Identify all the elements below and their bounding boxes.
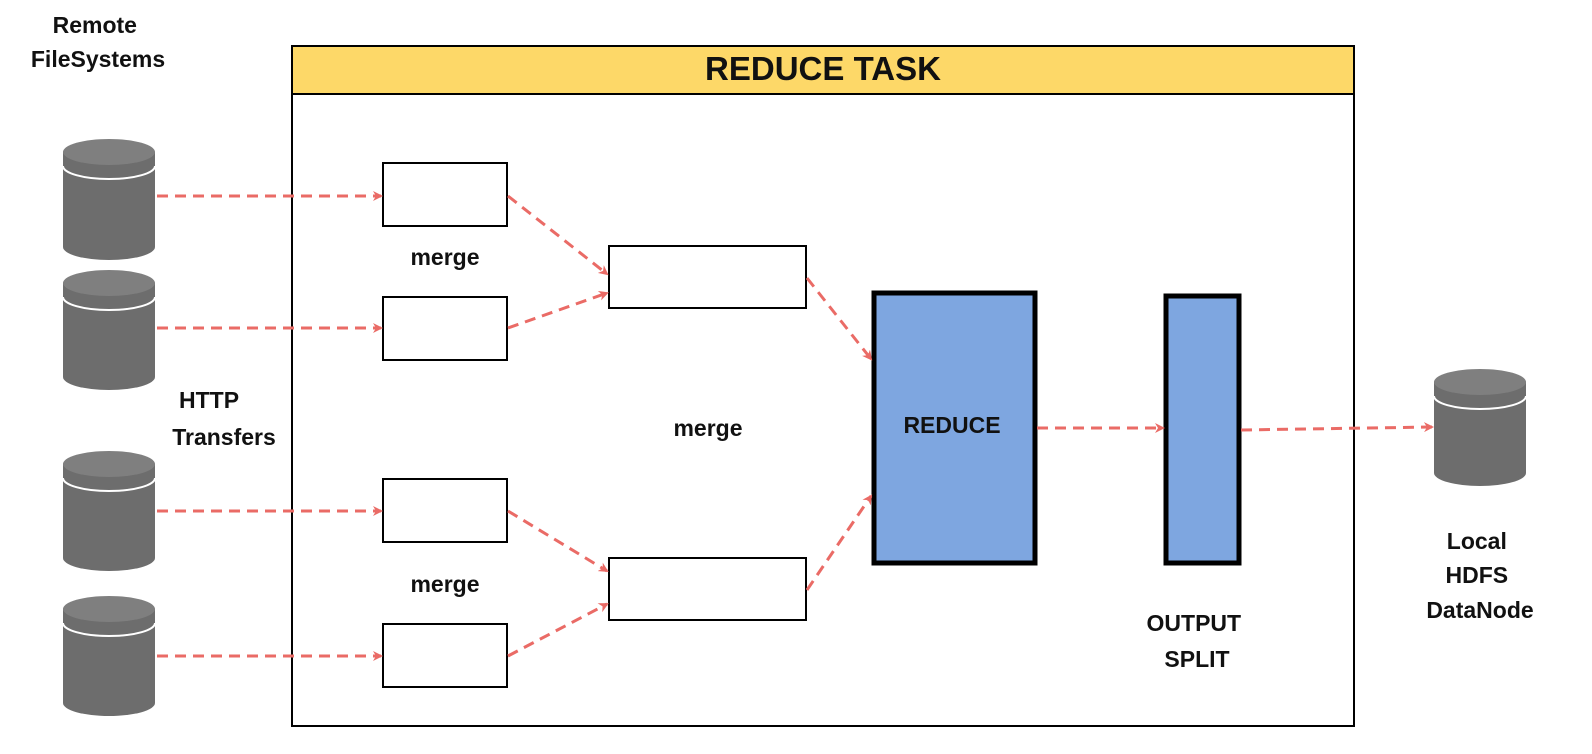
spill-box-3 [382, 478, 508, 543]
output-label-line1: OUTPUT [1147, 610, 1242, 636]
cylinder-body [63, 609, 155, 716]
spill-box-1 [382, 162, 508, 227]
output-split-label: OUTPUT SPLIT [1147, 610, 1248, 672]
merge-arrow-4 [507, 602, 609, 658]
merged-box-top [608, 245, 807, 309]
database-cylinder-icon [1433, 369, 1527, 486]
merged-box-bottom [608, 557, 807, 621]
database-cylinder-icon [62, 139, 156, 260]
cylinder-rim [62, 165, 156, 180]
cylinder-top [1434, 369, 1526, 395]
merge-arrow-3 [507, 509, 609, 573]
to-reduce-arrow-bottom [805, 494, 873, 591]
reduce-label: REDUCE [903, 412, 1000, 438]
data-flow-arrows [157, 191, 1434, 661]
cylinder-body [63, 283, 155, 390]
merge-label-bottom: merge [410, 571, 479, 597]
http-transfers-label: HTTP Transfers [172, 387, 276, 450]
cylinder-top [63, 596, 155, 622]
cylinder-top [63, 270, 155, 296]
spill-box-2 [382, 296, 508, 361]
output-label-line2: SPLIT [1164, 646, 1229, 672]
remote-filesystem-cylinders [62, 139, 156, 716]
reduce-task-header [291, 45, 1355, 95]
cylinder-top [63, 139, 155, 165]
local-hdfs-cylinder [1433, 369, 1527, 486]
cylinder-body [63, 464, 155, 571]
cylinder-rim [62, 296, 156, 311]
database-cylinder-icon [62, 596, 156, 716]
merge-arrow-1 [507, 194, 609, 276]
local-label-line1: Local [1447, 528, 1507, 554]
local-label-line3: DataNode [1426, 597, 1533, 623]
database-cylinder-icon [62, 451, 156, 571]
reduce-box [871, 290, 1038, 566]
database-cylinder-icon [62, 270, 156, 390]
merge-label-top: merge [410, 244, 479, 270]
merge-label-middle: merge [673, 415, 742, 441]
http-label-line1: HTTP [179, 387, 239, 413]
cylinder-rim [62, 622, 156, 637]
remote-label-line1: Remote [53, 12, 137, 38]
cylinder-body [1434, 382, 1526, 486]
local-label-line2: HDFS [1445, 562, 1508, 588]
cylinder-body [63, 152, 155, 260]
remote-label-line2: FileSystems [31, 46, 165, 72]
cylinder-rim [1433, 395, 1527, 410]
spill-box-4 [382, 623, 508, 688]
http-label-line2: Transfers [172, 424, 276, 450]
cylinder-rim [62, 477, 156, 492]
reduce-task-title: REDUCE TASK [705, 50, 941, 87]
local-hdfs-datanode-label: Local HDFS DataNode [1426, 528, 1533, 623]
remote-filesystems-label: Remote FileSystems [31, 12, 165, 72]
cylinder-top [63, 451, 155, 477]
output-split-box [1163, 293, 1242, 566]
output-to-hdfs-arrow [1240, 422, 1434, 433]
